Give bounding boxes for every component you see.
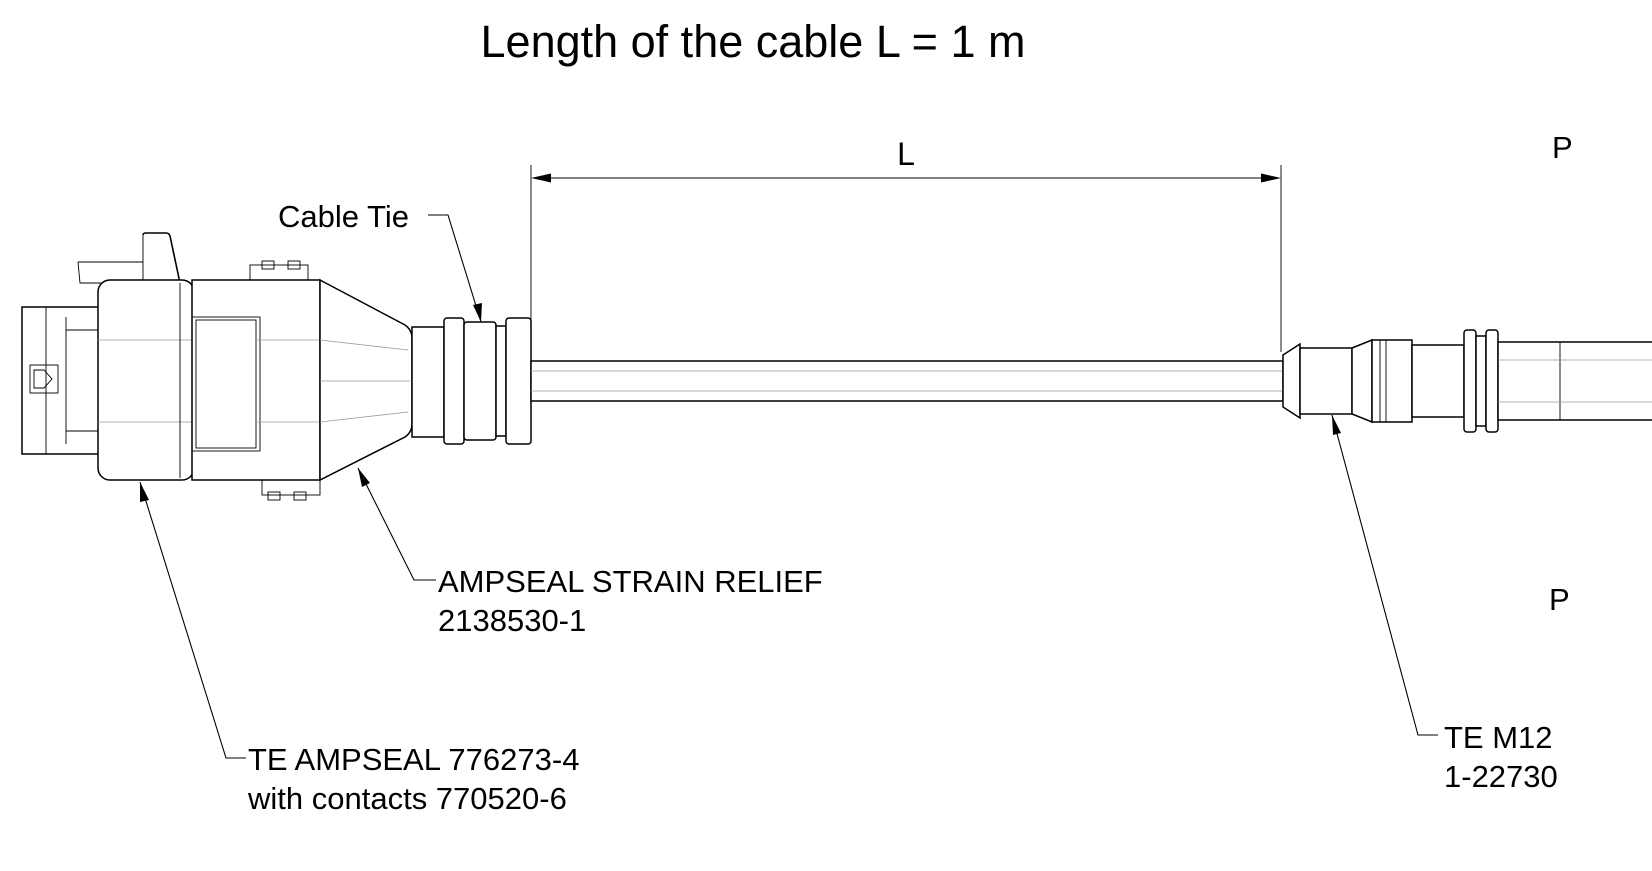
- m12-connector: [1282, 329, 1652, 433]
- m12-grip-section: [1299, 347, 1353, 415]
- cable-body: [530, 360, 1284, 402]
- right-top-partial-label: P: [1552, 130, 1573, 165]
- ampseal-connector: [21, 232, 321, 501]
- ampseal-label-line2: with contacts 770520-6: [247, 781, 567, 816]
- m12-label-line2: 1-22730: [1444, 759, 1558, 794]
- cable-tie-callout: Cable Tie: [278, 199, 482, 323]
- strain-relief-label-line2: 2138530-1: [438, 603, 586, 638]
- dimension-label: L: [897, 136, 915, 172]
- m12-nut-front: [1463, 329, 1477, 433]
- ampseal-window: [195, 319, 257, 449]
- ampseal-top-clip: [249, 264, 309, 281]
- ampseal-label-line1: TE AMPSEAL 776273-4: [248, 742, 579, 777]
- strain-relief: [319, 278, 532, 482]
- right-bottom-partial-label: P: [1549, 582, 1570, 617]
- m12-body: [1411, 344, 1465, 418]
- dimension-arrow-right: [1261, 173, 1281, 183]
- m12-boot-tip: [1282, 342, 1301, 420]
- ampseal-keyway: [29, 364, 59, 394]
- ampseal-callout: TE AMPSEAL 776273-4 with contacts 770520…: [139, 481, 579, 816]
- ampseal-front-housing: [21, 306, 101, 455]
- m12-sleeve: [1371, 339, 1413, 423]
- ampseal-latch: [142, 232, 181, 284]
- dimension-arrow-left: [531, 173, 551, 183]
- length-dimension: L: [530, 136, 1282, 352]
- m12-coupling: [1497, 341, 1652, 421]
- strain-relief-label-line1: AMPSEAL STRAIN RELIEF: [438, 564, 823, 599]
- m12-callout: TE M12 1-22730: [1331, 414, 1558, 794]
- drawing-title: Length of the cable L = 1 m: [481, 16, 1026, 67]
- cable: [530, 360, 1284, 402]
- cable-tie-band: [463, 321, 497, 441]
- cable-tie-label: Cable Tie: [278, 199, 409, 234]
- m12-label-line1: TE M12: [1444, 720, 1553, 755]
- ampseal-bottom-clip: [261, 479, 321, 496]
- strain-relief-callout: AMPSEAL STRAIN RELIEF 2138530-1: [357, 467, 823, 638]
- strain-relief-cone: [319, 278, 413, 482]
- strain-relief-collar: [411, 326, 445, 438]
